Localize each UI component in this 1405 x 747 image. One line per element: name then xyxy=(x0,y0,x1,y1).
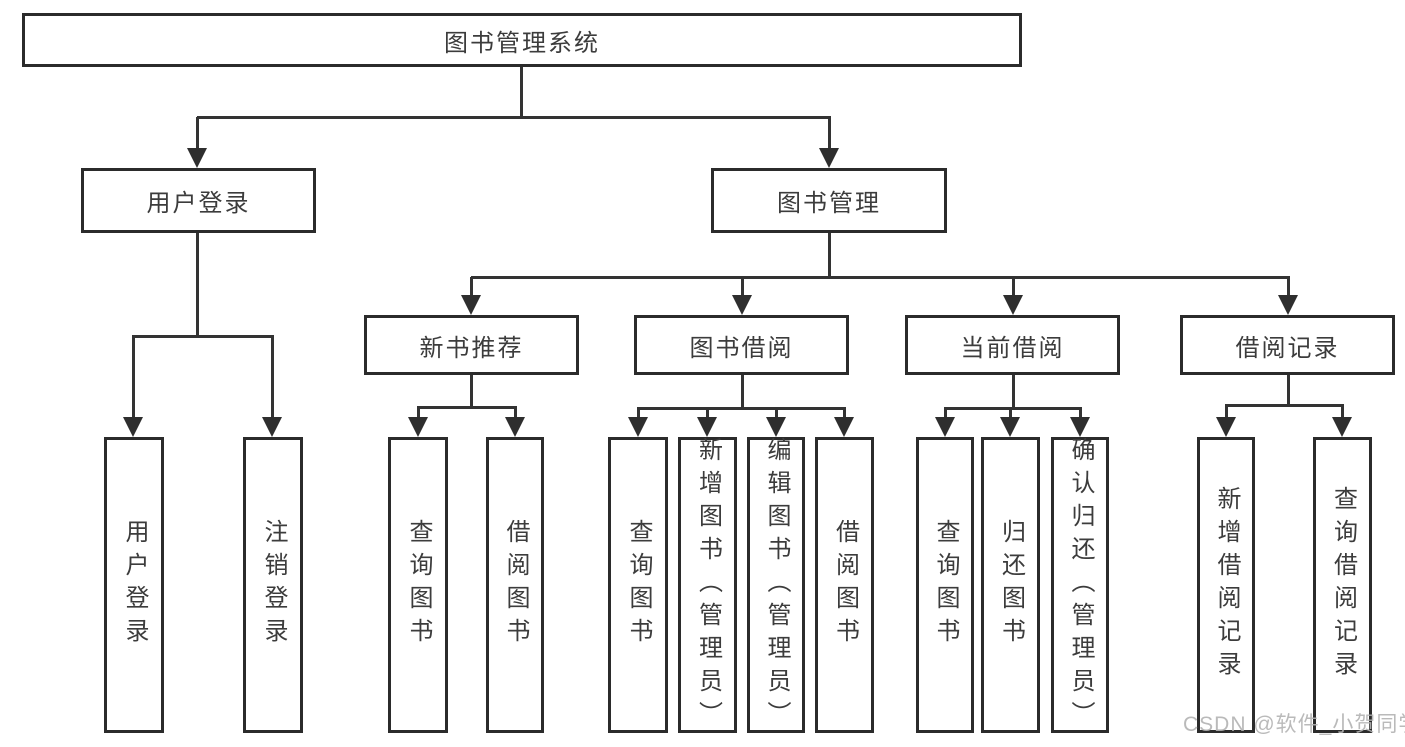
arrowhead-leaf xyxy=(1332,417,1352,437)
node-label: 图书管理系统 xyxy=(444,29,600,57)
leaf-logout: 注销登录 xyxy=(243,437,303,733)
node-label: 当前借阅 xyxy=(960,334,1065,362)
node-label: 用户登录 xyxy=(146,190,251,217)
node-label: 图书管理 xyxy=(777,190,881,217)
connector-leaf-line xyxy=(843,407,846,420)
connector-leaf-line xyxy=(775,407,778,420)
arrowhead-leaf xyxy=(1070,417,1090,437)
connector-borrowing-splitter xyxy=(637,407,846,410)
leaf-query-books-borrowing: 查询图书 xyxy=(608,437,668,733)
connector-current-trunk xyxy=(1012,375,1015,409)
leaf-add-books-admin: 新增图书（管理员） xyxy=(678,436,737,734)
node-label: 借阅图书 xyxy=(831,519,859,651)
arrowhead-leaf-login xyxy=(123,417,143,437)
node-borrowing-records: 借阅记录 xyxy=(1180,315,1395,375)
connector-to-records xyxy=(1287,277,1290,297)
arrowhead-leaf xyxy=(834,417,854,437)
connector-new-book-splitter xyxy=(417,406,517,409)
connector-to-book-mgmt xyxy=(828,117,831,149)
arrowhead-user-login xyxy=(187,148,207,168)
leaf-query-books-current: 查询图书 xyxy=(916,437,974,733)
connector-root-trunk xyxy=(520,67,523,118)
leaf-query-borrow-record: 查询借阅记录 xyxy=(1313,437,1372,733)
node-new-book-recommendation: 新书推荐 xyxy=(364,315,579,375)
node-label: 新书推荐 xyxy=(419,334,524,362)
leaf-borrow-books-borrowing: 借阅图书 xyxy=(815,437,874,733)
connector-leaf-line xyxy=(706,407,709,420)
connector-root-splitter xyxy=(197,116,831,119)
arrowhead-leaf xyxy=(1000,417,1020,437)
node-label: 借阅图书 xyxy=(502,519,529,651)
node-label: 图书借阅 xyxy=(689,334,794,362)
connector-user-login-trunk xyxy=(196,233,199,338)
leaf-edit-books-admin: 编辑图书（管理员） xyxy=(747,436,805,734)
arrowhead-leaf xyxy=(697,417,717,437)
arrowhead-borrowing xyxy=(732,295,752,315)
node-current-borrowing: 当前借阅 xyxy=(905,315,1120,375)
node-label: 新增借阅记录 xyxy=(1213,486,1240,684)
connector-records-splitter xyxy=(1225,404,1344,407)
node-label: 用户登录 xyxy=(121,519,148,651)
node-label: 编辑图书（管理员） xyxy=(763,436,790,734)
leaf-confirm-return-admin: 确认归还（管理员） xyxy=(1051,436,1109,734)
leaf-query-books-recommend: 查询图书 xyxy=(388,437,448,733)
arrowhead-new-book xyxy=(461,295,481,315)
connector-leaf-line xyxy=(1225,404,1228,420)
connector-leaf-line xyxy=(1341,404,1344,420)
leaf-return-books: 归还图书 xyxy=(981,437,1040,733)
node-label: 归还图书 xyxy=(997,519,1025,651)
node-label: 查询图书 xyxy=(932,519,959,651)
connector-leaf-line xyxy=(417,406,420,420)
connector-leaf-line xyxy=(944,407,947,420)
arrowhead-leaf xyxy=(505,417,525,437)
node-label: 新增图书（管理员） xyxy=(694,436,722,734)
connector-to-leaf-logout xyxy=(271,335,274,419)
connector-new-book-trunk xyxy=(470,375,473,408)
arrowhead-records xyxy=(1278,295,1298,315)
arrowhead-leaf xyxy=(408,417,428,437)
connector-to-user-login xyxy=(196,117,199,149)
connector-leaf-line xyxy=(637,407,640,420)
connector-records-trunk xyxy=(1287,375,1290,407)
arrowhead-leaf xyxy=(935,417,955,437)
leaf-user-login: 用户登录 xyxy=(104,437,164,733)
leaf-add-borrow-record: 新增借阅记录 xyxy=(1197,437,1255,733)
node-book-borrowing: 图书借阅 xyxy=(634,315,849,375)
arrowhead-leaf xyxy=(628,417,648,437)
connector-leaf-line xyxy=(1009,407,1012,420)
connector-book-mgmt-splitter xyxy=(471,276,1290,279)
node-label: 注销登录 xyxy=(260,519,287,651)
connector-user-login-splitter xyxy=(132,335,274,338)
arrowhead-leaf-logout xyxy=(262,417,282,437)
node-label: 确认归还（管理员） xyxy=(1067,436,1094,734)
connector-leaf-line xyxy=(514,406,517,420)
connector-leaf-line xyxy=(1079,407,1082,420)
connector-to-borrowing xyxy=(741,277,744,297)
arrowhead-leaf xyxy=(766,417,786,437)
node-book-management: 图书管理 xyxy=(711,168,947,233)
arrowhead-leaf xyxy=(1216,417,1236,437)
connector-to-new-book xyxy=(470,277,473,297)
connector-book-mgmt-trunk xyxy=(828,233,831,278)
arrowhead-current xyxy=(1003,295,1023,315)
connector-current-splitter xyxy=(944,407,1082,410)
node-label: 查询图书 xyxy=(625,519,652,651)
node-user-login: 用户登录 xyxy=(81,168,316,233)
connector-borrowing-trunk xyxy=(741,375,744,409)
node-label: 查询图书 xyxy=(405,519,432,651)
csdn-watermark: CSDN @软件_小贺同学 xyxy=(1183,713,1405,736)
connector-to-leaf-login xyxy=(132,335,135,419)
node-book-management-system: 图书管理系统 xyxy=(22,13,1022,67)
node-label: 借阅记录 xyxy=(1235,334,1340,362)
arrowhead-book-mgmt xyxy=(819,148,839,168)
node-label: 查询借阅记录 xyxy=(1329,486,1357,684)
connector-to-current xyxy=(1012,277,1015,297)
leaf-borrow-books-recommend: 借阅图书 xyxy=(486,437,544,733)
